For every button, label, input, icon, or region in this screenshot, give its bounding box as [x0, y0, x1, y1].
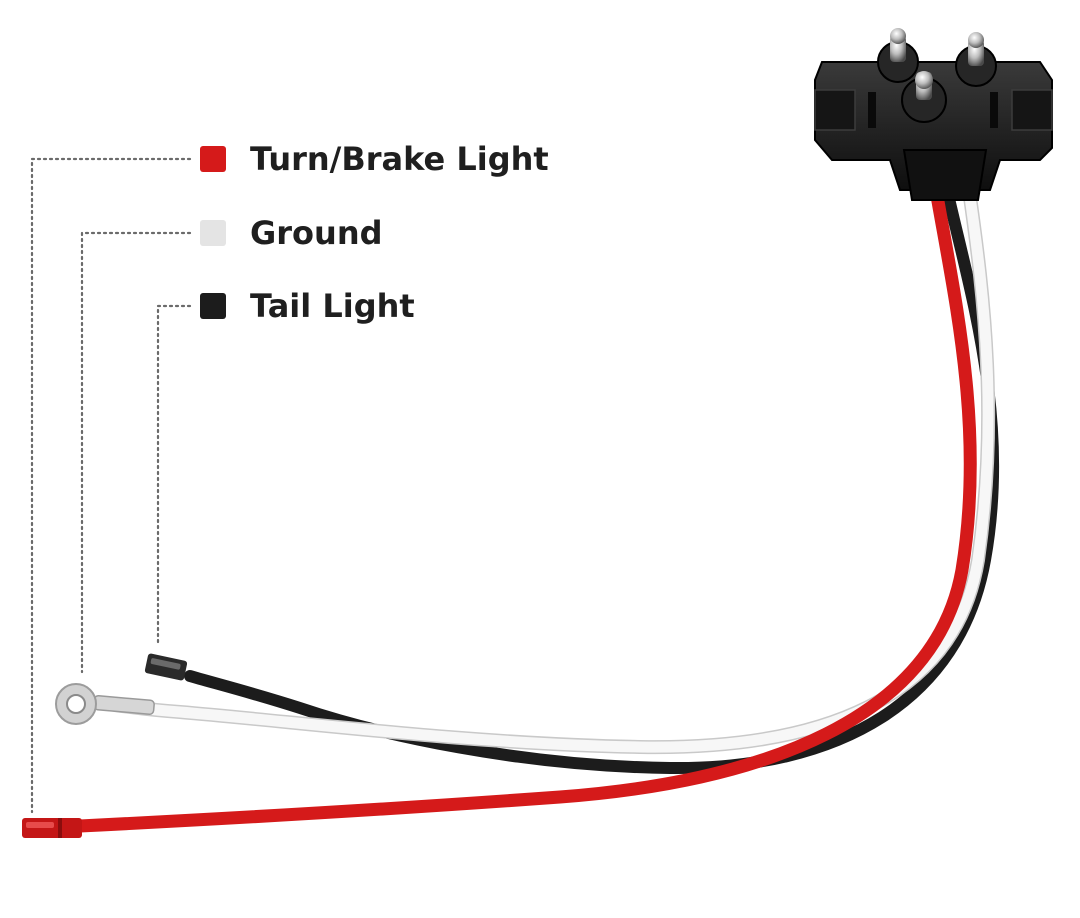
legend-label-turn-brake: Turn/Brake Light [250, 140, 549, 178]
white-swatch [200, 220, 226, 246]
red-bullet-terminal [22, 818, 82, 838]
leader-lines [30, 157, 192, 814]
legend-label-tail: Tail Light [250, 287, 415, 325]
legend-label-ground: Ground [250, 214, 383, 252]
legend-item-turn-brake: Turn/Brake Light [200, 140, 549, 178]
plug-pin-center [901, 71, 947, 123]
ring-terminal-icon [55, 683, 155, 725]
legend-item-tail: Tail Light [200, 287, 415, 325]
leader-line-turn-brake [30, 157, 192, 814]
plug-pin-right [955, 32, 997, 87]
white-wire [109, 184, 994, 753]
leader-line-ground [80, 231, 192, 674]
terminals [22, 653, 188, 838]
legend-item-ground: Ground [200, 214, 383, 252]
three-prong-plug-icon [814, 28, 1053, 201]
white-wire-outline [108, 183, 996, 755]
leader-line-tail [156, 304, 192, 646]
legend: Turn/Brake Light Ground Tail Light [200, 140, 549, 325]
red-swatch [200, 146, 226, 172]
plug-pin-left [877, 28, 919, 83]
black-wire [184, 184, 1000, 775]
black-bullet-terminal [144, 653, 188, 681]
black-swatch [200, 293, 226, 319]
red-wire [73, 183, 977, 833]
wires [73, 183, 1000, 833]
